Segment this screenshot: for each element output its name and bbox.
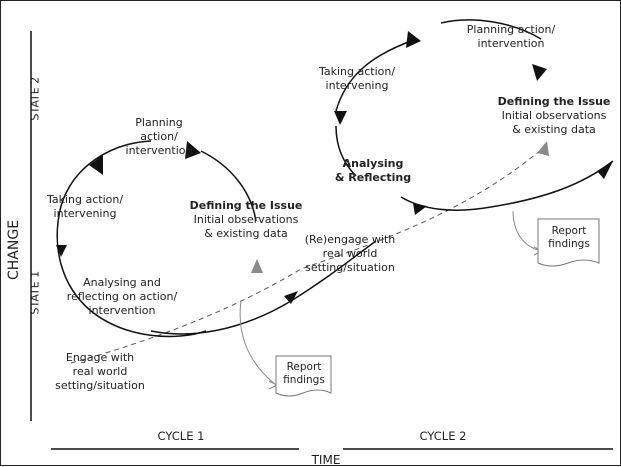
c1-report-label: Report findings — [283, 361, 325, 386]
c1-engage-label: Engage with real world setting/situation — [55, 351, 145, 392]
arrow-c2-end — [597, 161, 613, 179]
state1-label: STATE 1 — [28, 270, 42, 315]
arrow-c1-taking-down — [56, 245, 67, 257]
cycle1-loop-left — [56, 140, 207, 338]
c2-taking-label: Taking action/ intervening — [318, 65, 396, 92]
c1-taking-label: Taking action/ intervening — [46, 193, 124, 220]
cycle2-label: CYCLE 2 — [419, 429, 467, 443]
arrow-c2-planning — [532, 64, 547, 81]
arrow-c1-planning-to-taking — [89, 155, 103, 175]
report-doc-c1 — [275, 355, 332, 397]
report-connector-c1 — [239, 300, 277, 386]
cycle2-loop-top — [440, 19, 542, 40]
cycle2-bottom-line — [400, 160, 614, 211]
c2-report-label: Report findings — [548, 225, 590, 250]
grey-arrow-c2 — [537, 141, 549, 156]
time-axis-label: TIME — [311, 453, 341, 467]
cycle2-loop-left — [335, 125, 357, 177]
arrow-c1-to-cycle2 — [284, 291, 298, 304]
cycle1-label: CYCLE 1 — [157, 429, 205, 443]
arrow-c2-left — [334, 111, 347, 125]
change-axis-label: CHANGE — [6, 219, 22, 280]
c2-reengage-label: (Re)engage with real world setting/situa… — [304, 233, 396, 274]
cycle1-loop-right — [200, 150, 257, 222]
cycle2-loop-top-left — [335, 40, 412, 112]
c2-defining-label: Defining the Issue Initial observations … — [497, 95, 611, 136]
c1-defining-label: Defining the Issue Initial observations … — [189, 199, 303, 240]
c1-planning-label: Planning action/ intervention — [125, 116, 193, 157]
c1-analysing-label: Analysing and reflecting on action/ inte… — [66, 276, 178, 317]
grey-arrow-c1 — [251, 259, 263, 273]
c2-analysing-label: Analysing & Reflecting — [334, 157, 412, 184]
c2-planning-label: Planning action/ intervention — [466, 23, 556, 50]
report-doc-c2 — [537, 218, 600, 267]
state2-label: STATE 2 — [28, 76, 42, 121]
arrow-c1-to-planning — [185, 141, 201, 159]
arrow-c2-bottom — [413, 203, 427, 215]
report-connector-c2 — [512, 210, 542, 252]
arrow-c2-top-left — [406, 31, 421, 48]
